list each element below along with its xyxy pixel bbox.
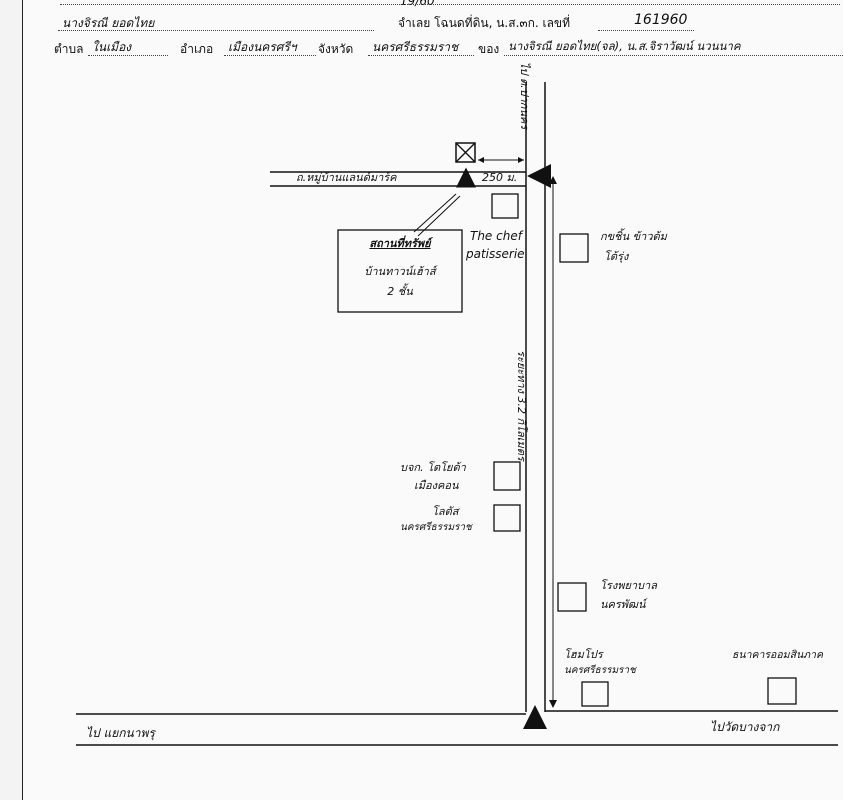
district-label: อำเภอ [180,42,214,56]
property-desc-1: บ้านทาวน์เฮ้าส์ [364,265,436,278]
property-marker-cross-2 [455,142,476,163]
road-top-label: ไป ต.ปากนคร [518,62,531,130]
property-marker [455,142,476,163]
lotus-box [493,504,521,532]
noodle-shop-box [559,233,589,263]
homepro-box [581,681,609,707]
subdistrict-value: ในเมือง [92,40,132,54]
deed-number-rule [598,30,694,31]
lotus-label-2: นครศรีธรรมราช [400,522,472,533]
property-label-box [337,229,463,313]
subdistrict-rule [88,55,168,56]
property-title: สถานที่ทรัพย์ [369,237,431,250]
province-label: จังหวัด [318,42,354,56]
subdistrict-label: ตำบล [54,42,84,56]
property-pointer-line-2 [417,195,461,237]
chef-label-2: patisserie [466,247,525,261]
hospital-label-2: นครพัฒน์ [600,598,646,611]
noodle-label-2: โต้รุ่ง [604,250,629,263]
province-rule [368,55,474,56]
bottom-right-road-label: ไปวัดบางจาก [710,720,780,734]
owners-value: นางจิรณี ยอดไทย(จล), น.ส.จิราวัฒน์ นวนนา… [508,39,741,53]
noodle-label-1: กขชิ้น ข้าวต้ม [600,230,667,243]
lotus-label-1: โลตัส [432,505,459,518]
toyota-label-2: เมืองคอน [414,479,459,492]
province-value: นครศรีธรรมราช [372,40,459,54]
owner-name: นางจิรณี ยอดไทย [62,16,155,30]
hospital-label-1: โรงพยาบาล [600,579,657,592]
hospital-box [557,582,587,612]
document-sheet [22,0,843,800]
toyota-box [493,461,521,491]
owner-name-rule [58,30,374,31]
distance-label: 250 ม. [482,171,518,184]
bank-box [767,677,797,705]
chef-label-1: The chef [470,229,522,243]
property-pointer-line-1 [413,193,457,233]
main-road-distance-label: ระยะทาง 3.2 กิโลเมตร [515,350,528,461]
deed-number: 161960 [634,12,688,28]
district-rule [224,55,316,56]
homepro-label-2: นครศรีธรรมราช [564,665,636,676]
toyota-label-1: บจก. โตโยต้า [400,461,466,474]
homepro-label-1: โฮมโปร [564,648,603,661]
of-label: ของ [478,42,500,56]
owners-rule [504,55,843,56]
property-desc-2: 2 ชั้น [387,285,413,298]
bank-label: ธนาคารออมสินภาค [732,649,824,661]
header-line1-rule [60,4,840,5]
deed-label: จำเลย โฉนดที่ดิน, น.ส.๓ก. เลขที่ [398,16,571,30]
district-value: เมืองนครศรีฯ [228,40,297,54]
soi-label: ถ.หมู่บ้านแลนด์มาร์ค [296,171,397,184]
chef-patisserie-box [491,193,519,219]
bottom-left-road-label: ไป แยกนาพรุ [86,726,155,740]
